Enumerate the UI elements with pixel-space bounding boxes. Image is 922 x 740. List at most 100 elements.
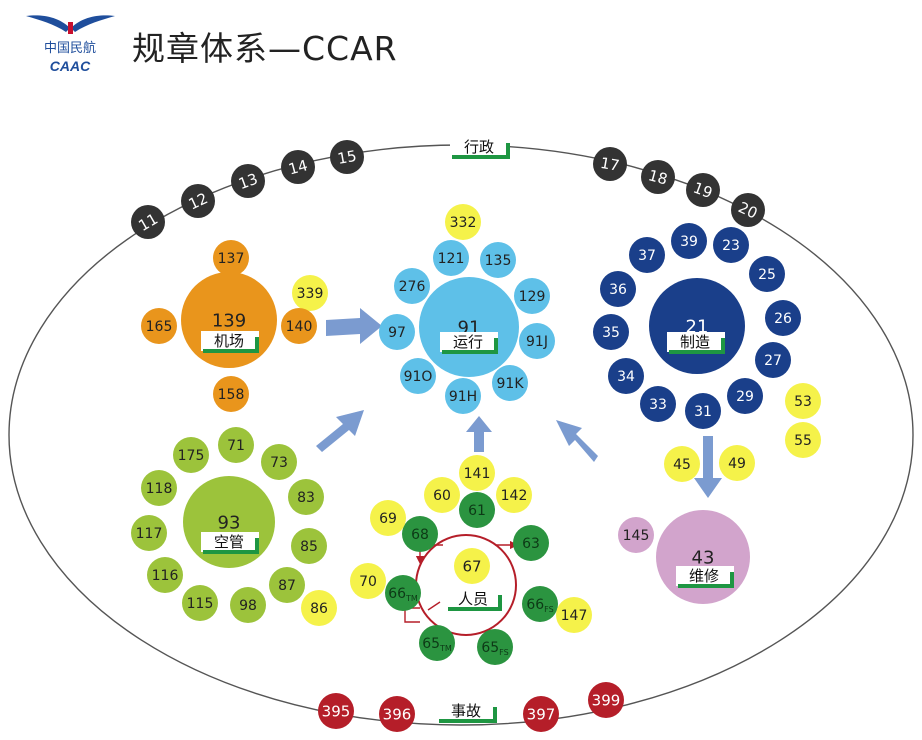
node-circle <box>445 204 481 240</box>
admin-node-18: 18 <box>641 160 675 194</box>
airspace-node-86: 86 <box>301 590 337 626</box>
label-underline <box>669 350 725 354</box>
accident-node-399: 399 <box>588 682 624 718</box>
node-circle <box>713 227 749 263</box>
label-bg <box>667 332 725 352</box>
node-label: 165 <box>146 319 173 335</box>
node-label: 26 <box>774 311 792 327</box>
node-label: 139 <box>212 310 246 331</box>
node-circle <box>281 308 317 344</box>
node-circle <box>173 437 209 473</box>
node-label: 73 <box>270 455 288 471</box>
node-label: 15 <box>336 147 358 168</box>
node-label: 65TM <box>422 636 452 653</box>
node-circle <box>181 184 215 218</box>
arrow-airspace-to-operation <box>316 410 364 452</box>
admin-node-12: 12 <box>181 184 215 218</box>
node-label: 142 <box>501 488 528 504</box>
personnel-node-61: 61 <box>459 492 495 528</box>
node-label: 14 <box>287 156 310 178</box>
node-circle <box>141 308 177 344</box>
node-circle <box>419 625 455 661</box>
operation-node-91: 91 <box>419 277 519 377</box>
maintenance-node-49: 49 <box>719 445 755 481</box>
manufacturing-node-29: 29 <box>727 378 763 414</box>
arrow-personnel-to-operation <box>466 416 492 452</box>
node-circle <box>213 240 249 276</box>
personnel-node-70: 70 <box>350 563 386 599</box>
node-circle <box>400 358 436 394</box>
airspace-node-98: 98 <box>230 587 266 623</box>
node-label: 397 <box>527 705 556 723</box>
flow-arrows <box>316 308 722 498</box>
personnel-node-60: 60 <box>424 477 460 513</box>
label-underline-side <box>255 337 259 353</box>
node-label: 34 <box>617 369 635 385</box>
label-underline-side <box>493 707 497 723</box>
label-bg <box>450 137 510 157</box>
node-label: 87 <box>278 578 296 594</box>
manufacturing-node-23: 23 <box>713 227 749 263</box>
label-underline <box>439 719 497 723</box>
node-label: 18 <box>646 166 669 188</box>
node-label: 63 <box>522 536 540 552</box>
manufacturing-node-37: 37 <box>629 237 665 273</box>
label-text: 空管 <box>214 533 244 551</box>
airport-category-label: 机场 <box>201 331 259 353</box>
operation-node-135: 135 <box>480 242 516 278</box>
label-underline <box>203 349 259 353</box>
node-label: 29 <box>736 389 754 405</box>
label-underline <box>448 607 502 611</box>
node-circle <box>459 455 495 491</box>
airspace-node-118: 118 <box>141 470 177 506</box>
node-circle <box>459 492 495 528</box>
operation-node-91h: 91H <box>445 378 481 414</box>
node-circle <box>618 517 654 553</box>
manufacturing-node-25: 25 <box>749 256 785 292</box>
node-circle <box>671 223 707 259</box>
node-label: 13 <box>236 170 260 193</box>
node-label: 83 <box>297 490 315 506</box>
operation-node-129: 129 <box>514 278 550 314</box>
label-text: 制造 <box>680 333 710 351</box>
page-title: 规章体系—CCAR <box>132 29 398 68</box>
airspace-node-87: 87 <box>269 567 305 603</box>
operation-node-276: 276 <box>394 268 430 304</box>
label-bg <box>201 331 259 351</box>
node-label: 69 <box>379 511 397 527</box>
node-circle <box>269 567 305 603</box>
node-circle <box>213 376 249 412</box>
node-circle <box>394 268 430 304</box>
airport-node-140: 140 <box>281 308 317 344</box>
manufacturing-node-55: 55 <box>785 422 821 458</box>
manufacturing-node-35: 35 <box>593 314 629 350</box>
caac-logo: 中国民航 CAAC <box>26 15 115 74</box>
airport-node-139: 139 <box>181 272 277 368</box>
logo-cn-text: 中国民航 <box>44 40 96 56</box>
node-label: 86 <box>310 601 328 617</box>
label-underline-side <box>494 338 498 354</box>
admin-node-14: 14 <box>281 150 315 184</box>
label-underline-side <box>498 595 502 611</box>
accident-node-396: 396 <box>379 696 415 732</box>
node-label: 23 <box>722 238 740 254</box>
node-label: 61 <box>468 503 486 519</box>
node-circle <box>147 557 183 593</box>
node-label: 396 <box>383 705 412 723</box>
node-circle <box>600 271 636 307</box>
node-circle <box>385 575 421 611</box>
operation-node-97: 97 <box>379 314 415 350</box>
node-label: 91K <box>497 376 525 392</box>
manufacturing-node-26: 26 <box>765 300 801 336</box>
personnel-node-66fs: 66FS <box>522 586 558 622</box>
node-circle <box>477 629 513 665</box>
admin-node-19: 19 <box>686 173 720 207</box>
node-circle <box>685 393 721 429</box>
admin-node-11: 11 <box>131 205 165 239</box>
airspace-node-71: 71 <box>218 427 254 463</box>
label-underline <box>442 350 498 354</box>
node-circle <box>608 358 644 394</box>
node-circle <box>593 147 627 181</box>
node-circle <box>433 240 469 276</box>
airport-node-165: 165 <box>141 308 177 344</box>
